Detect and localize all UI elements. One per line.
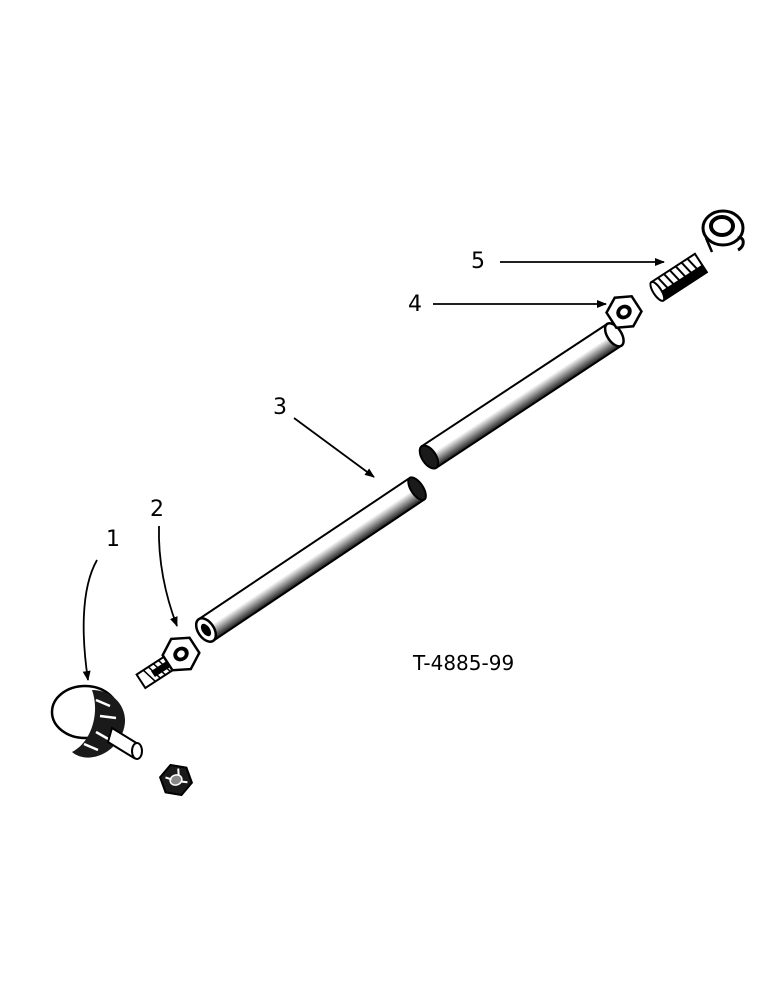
callout-label-1: 1 xyxy=(106,527,120,552)
jam-nut-left-part xyxy=(161,636,201,672)
callout-label-2: 2 xyxy=(150,497,164,522)
jam-nut-right-part xyxy=(605,294,643,330)
callout-label-4: 4 xyxy=(408,292,422,317)
tube-part xyxy=(194,322,625,643)
figure-reference: T-4885-99 xyxy=(412,651,514,675)
tie-rod-end-part xyxy=(50,651,194,797)
leader-2 xyxy=(158,525,178,627)
callout-label-3: 3 xyxy=(273,395,287,420)
rod-end-part xyxy=(649,209,745,302)
callout-label-5: 5 xyxy=(471,249,485,274)
callout-leaders xyxy=(82,258,665,681)
leader-1 xyxy=(82,559,98,681)
leader-3 xyxy=(293,417,375,478)
